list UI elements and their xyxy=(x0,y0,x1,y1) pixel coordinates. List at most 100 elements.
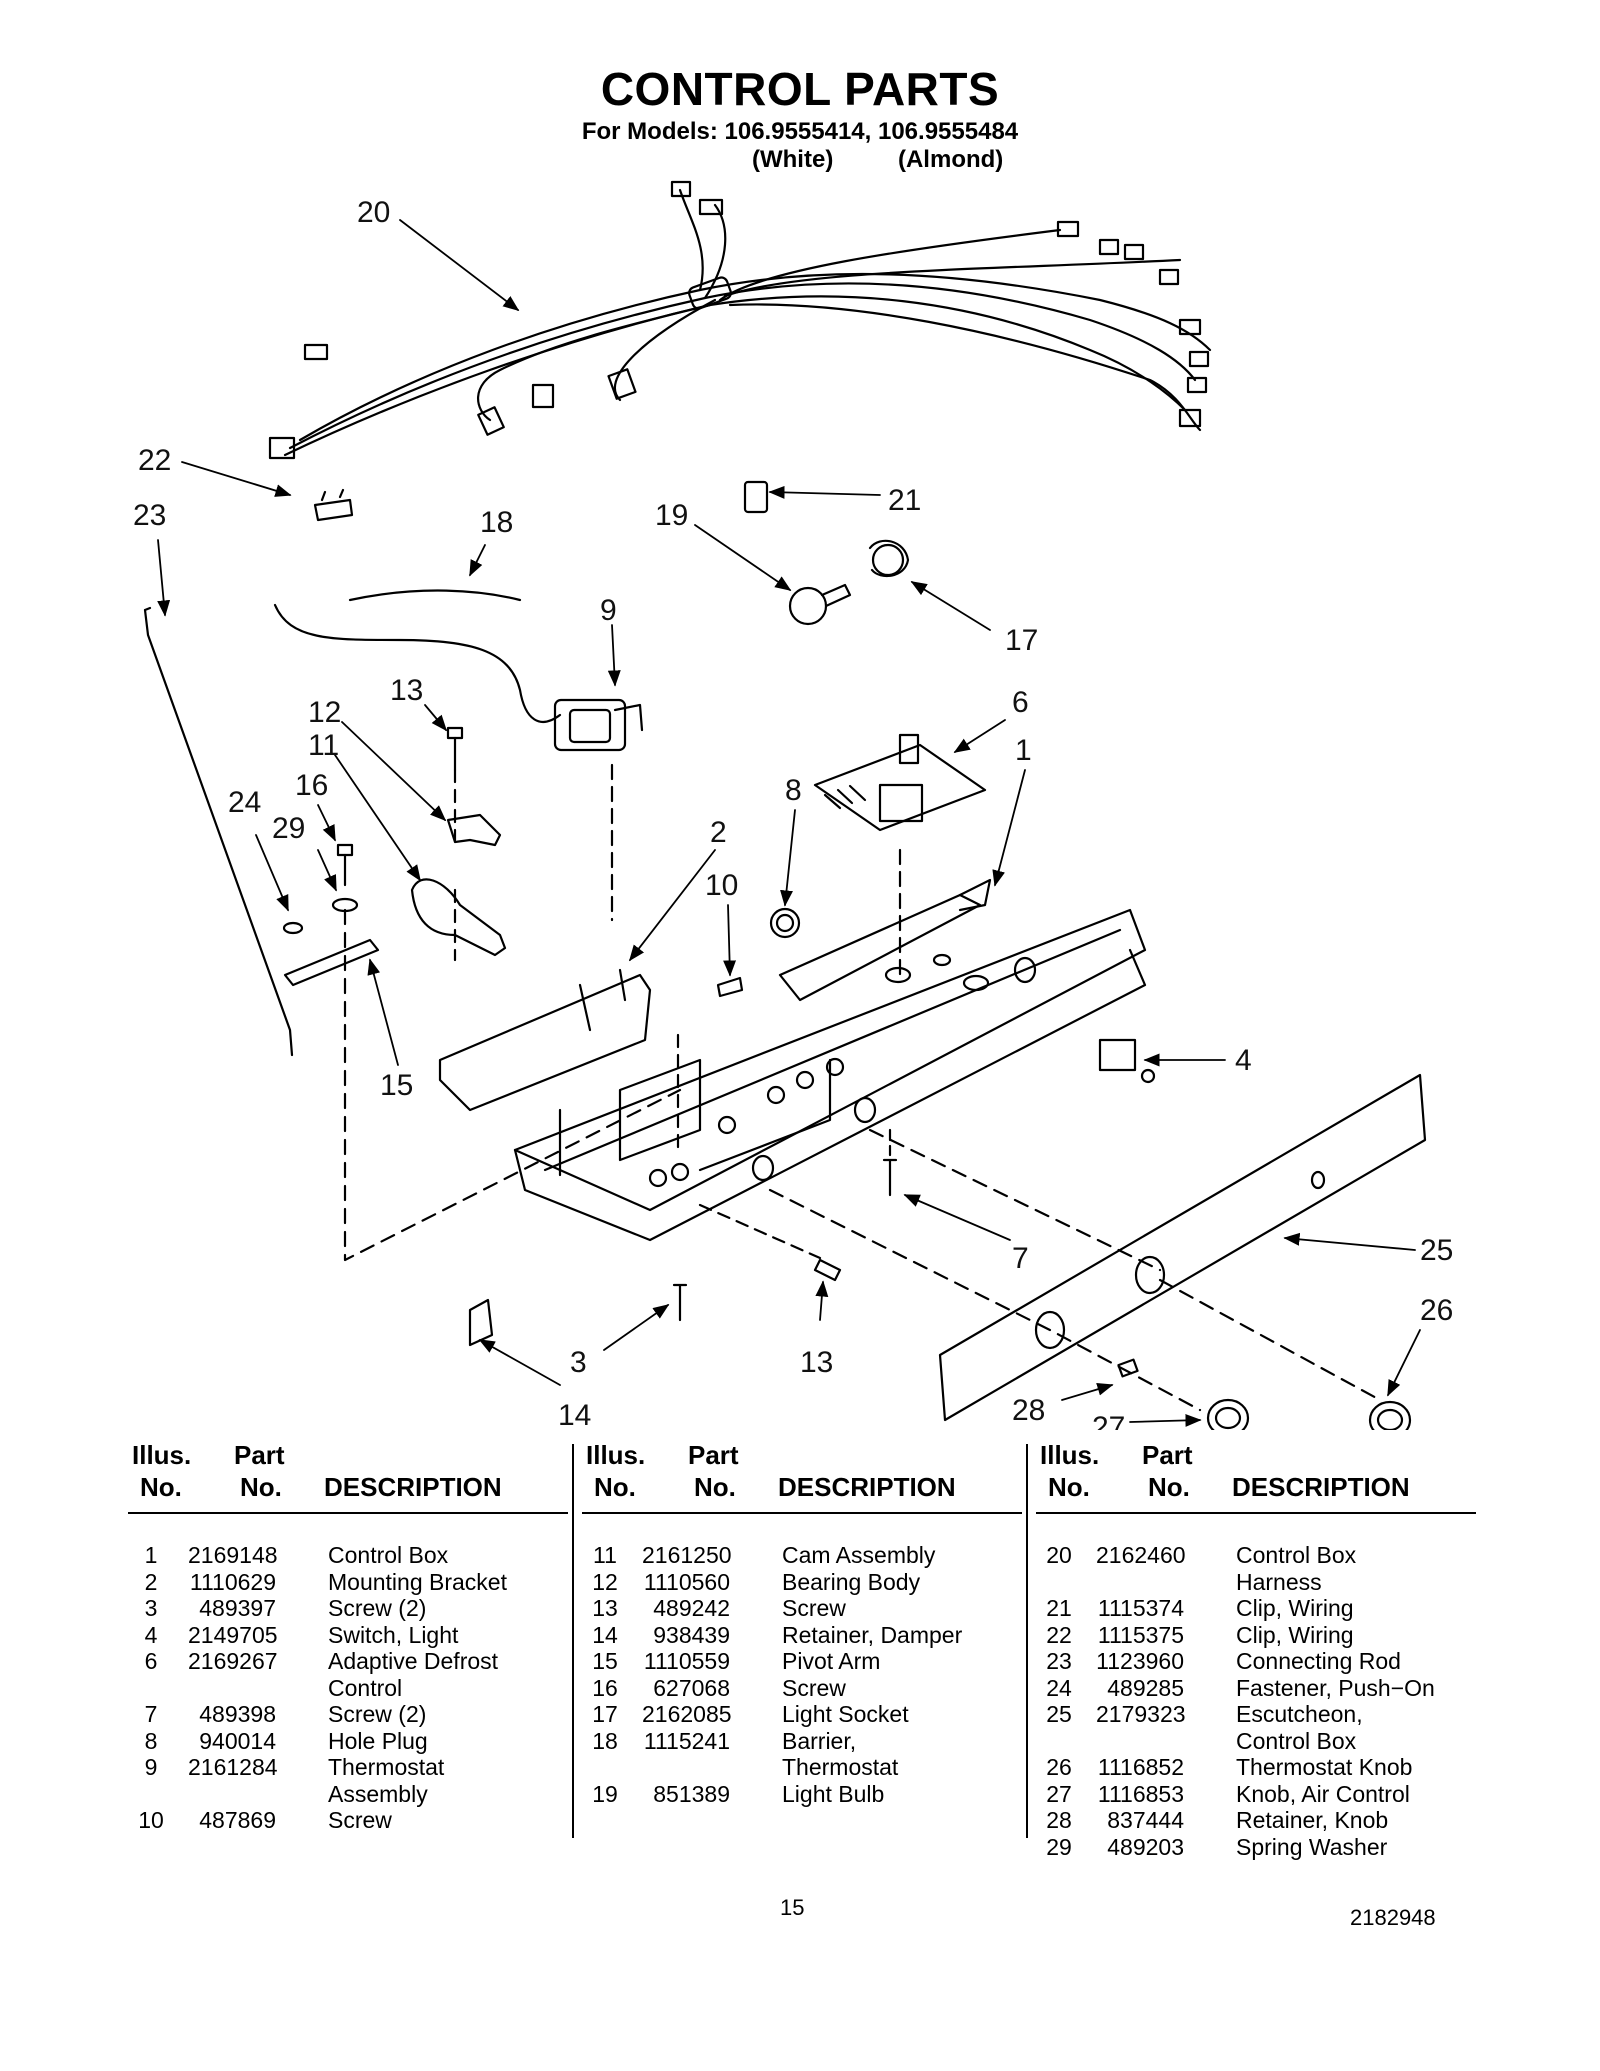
screw-10 xyxy=(716,976,744,998)
illus-number: 17 xyxy=(592,1701,618,1727)
header-part-no: No. xyxy=(1148,1472,1190,1502)
part-number: 1110559 xyxy=(643,1648,730,1674)
part-description: Control Box xyxy=(328,1542,449,1568)
bearing-body xyxy=(446,813,502,847)
model-variants: (White) (Almond) xyxy=(752,146,1003,174)
connecting-rod xyxy=(143,606,294,1057)
callout-11: 11 xyxy=(308,729,339,762)
part-number: 851389 xyxy=(653,1780,730,1807)
escutcheon xyxy=(938,1073,1427,1422)
screw-3 xyxy=(672,1283,688,1322)
illus-number: 18 xyxy=(592,1727,618,1754)
part-description: Light Socket xyxy=(782,1701,909,1727)
part-number: 837444 xyxy=(1107,1807,1184,1833)
screw-16 xyxy=(336,843,354,887)
part-description: Thermostat xyxy=(782,1754,899,1780)
part-number: 1115375 xyxy=(1097,1621,1184,1648)
callout-10: 10 xyxy=(705,869,738,902)
part-description: Knob, Air Control xyxy=(1236,1780,1410,1807)
parts-table-header: Illus. No. Part No. DESCRIPTION xyxy=(582,1440,1022,1514)
part-description: Retainer, Knob xyxy=(1236,1807,1389,1833)
leader-lines xyxy=(157,219,1421,1427)
header-part: Part xyxy=(688,1440,739,1470)
damper-retainer xyxy=(468,1298,494,1347)
parts-table-header: Illus. No. Part No. DESCRIPTION xyxy=(1036,1440,1476,1514)
part-number: 1123960 xyxy=(1096,1648,1184,1674)
callout-19: 19 xyxy=(655,499,688,532)
parts-row: 17 2162085 Light Socket xyxy=(582,1701,1022,1728)
control-box-harness xyxy=(268,180,1212,460)
part-description: Assembly xyxy=(328,1780,428,1807)
push-on-fastener xyxy=(282,921,304,935)
cam-assembly xyxy=(410,878,507,957)
variant-white: (White) xyxy=(752,146,834,173)
illus-number: 7 xyxy=(144,1701,158,1727)
part-description: Escutcheon, xyxy=(1236,1701,1363,1727)
control-box xyxy=(513,878,1147,1242)
parts-row: Control Box xyxy=(1036,1728,1476,1755)
light-bulb xyxy=(788,586,828,626)
part-number: 2169148 xyxy=(188,1542,278,1568)
illus-number: 8 xyxy=(144,1727,158,1754)
illus-number: 10 xyxy=(138,1807,164,1833)
screw-7 xyxy=(882,1158,898,1197)
part-number: 1115241 xyxy=(643,1727,730,1754)
illus-number: 27 xyxy=(1046,1780,1072,1807)
part-description: Connecting Rod xyxy=(1236,1648,1401,1674)
header-part-no: No. xyxy=(240,1472,282,1502)
parts-row: 27 1116853 Knob, Air Control xyxy=(1036,1781,1476,1808)
thermostat-assembly xyxy=(553,698,644,752)
callout-1: 1 xyxy=(1015,734,1032,767)
adaptive-defrost-control xyxy=(813,733,987,832)
illus-number: 21 xyxy=(1046,1595,1072,1621)
illus-number: 12 xyxy=(592,1568,618,1595)
callout-28: 28 xyxy=(1012,1394,1045,1427)
knob-retainer xyxy=(1117,1358,1139,1378)
callout-13: 13 xyxy=(390,674,423,707)
illus-number: 19 xyxy=(592,1780,618,1807)
part-number: 627068 xyxy=(653,1674,730,1701)
parts-table-header: Illus. No. Part No. DESCRIPTION xyxy=(128,1440,568,1514)
part-description: Pivot Arm xyxy=(782,1648,881,1674)
illus-number: 13 xyxy=(592,1595,618,1621)
part-description: Screw (2) xyxy=(328,1701,427,1727)
header-description: DESCRIPTION xyxy=(1232,1472,1410,1502)
part-description: Screw (2) xyxy=(328,1595,427,1621)
part-description: Control Box xyxy=(1236,1727,1357,1754)
header-illus-no: No. xyxy=(594,1472,636,1502)
illus-number: 16 xyxy=(592,1674,618,1701)
header-illus: Illus. xyxy=(1040,1440,1100,1470)
part-number: 1116853 xyxy=(1097,1780,1184,1807)
illus-number: 6 xyxy=(144,1648,158,1674)
part-description: Hole Plug xyxy=(328,1727,428,1754)
part-number: 2149705 xyxy=(188,1621,278,1648)
illus-number: 4 xyxy=(144,1621,158,1648)
callout-14: 14 xyxy=(558,1399,591,1430)
hole-plug xyxy=(769,907,801,939)
part-number: 1110560 xyxy=(643,1568,730,1595)
column-divider xyxy=(572,1444,574,1838)
callout-18: 18 xyxy=(480,506,513,539)
part-number: 2162085 xyxy=(642,1701,732,1727)
part-description: Control Box xyxy=(1236,1542,1357,1568)
header-description: DESCRIPTION xyxy=(324,1472,502,1502)
light-switch xyxy=(1098,1038,1156,1084)
illus-number: 24 xyxy=(1046,1674,1072,1701)
